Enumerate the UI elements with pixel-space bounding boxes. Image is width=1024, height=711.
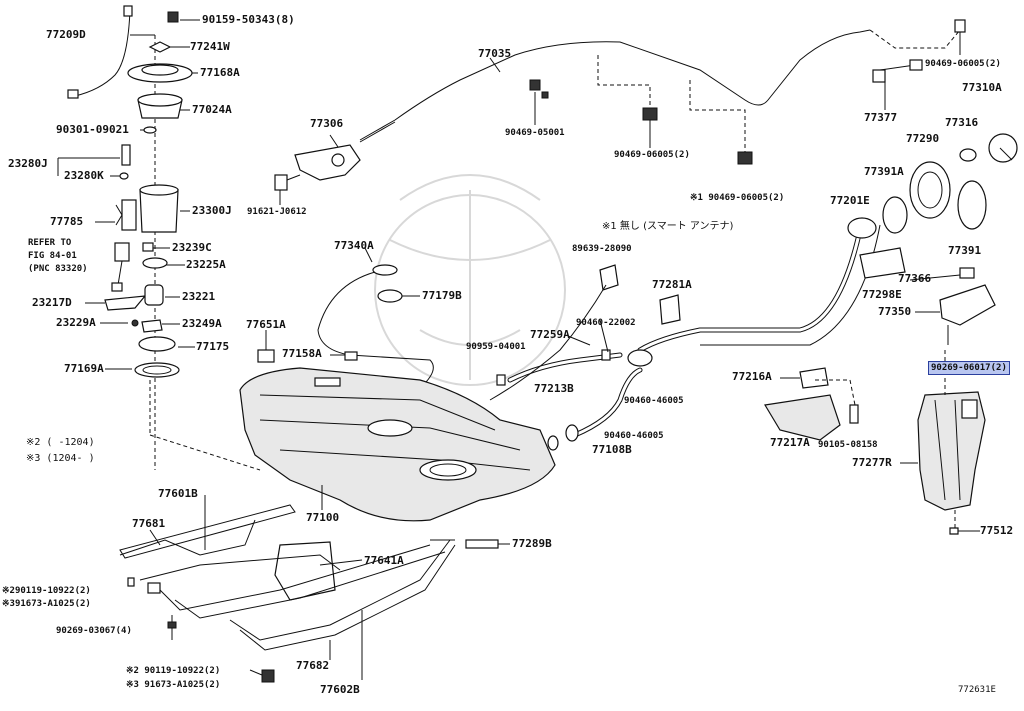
part-label-77158A: 77158A: [282, 347, 322, 360]
part-label-77377: 77377: [864, 111, 898, 124]
left-column-leaders: [57, 19, 261, 471]
fill-hoses: [489, 264, 681, 451]
part-label-23280K: 23280K: [64, 169, 104, 182]
part-label-77201E: 77201E: [830, 194, 870, 207]
part-label-77100: 77100: [306, 511, 340, 524]
fuel-pump-assembly: [67, 5, 193, 378]
part-label-77641A: 77641A: [364, 554, 404, 567]
part-label-77316: 77316: [945, 116, 979, 129]
part-label-90469-06005-c: 90469-06005(2): [925, 59, 1001, 69]
part-label-23239C: 23239C: [172, 241, 212, 254]
part-label-77512: 77512: [980, 524, 1014, 537]
part-label-91673-A1025-a: ※391673-A1025(2): [2, 599, 91, 609]
part-label-77108B: 77108B: [592, 443, 632, 456]
part-label-77306: 77306: [310, 117, 344, 130]
footnote-1-jp: ※1 無し (スマート アンテナ): [602, 221, 734, 232]
refer-note-line2: FIG 84-01: [28, 251, 77, 261]
part-label-91621-J0612: 91621-J0612: [247, 207, 307, 217]
part-label-77241W: 77241W: [190, 40, 230, 53]
tank-bands: [119, 495, 510, 683]
part-label-77298E: 77298E: [862, 288, 902, 301]
heat-insulator-77217A: [764, 367, 859, 441]
part-label-77175: 77175: [196, 340, 230, 353]
part-label-23249A: 23249A: [182, 317, 222, 330]
part-label-23221: 23221: [182, 290, 216, 303]
part-label-77785: 77785: [50, 215, 84, 228]
part-label-77651A: 77651A: [246, 318, 286, 331]
part-label-90460-46005-b: 90460-46005: [604, 431, 664, 441]
filler-neck-77201E: [637, 133, 1018, 353]
part-label-77366: 77366: [898, 272, 932, 285]
part-label-23225A: 23225A: [186, 258, 226, 271]
part-label-90119-10922-b: ※2 90119-10922(2): [126, 666, 221, 676]
diagram-id: 772631E: [958, 685, 996, 695]
part-label-77681: 77681: [132, 517, 166, 530]
part-label-77281A: 77281A: [652, 278, 692, 291]
part-label-90469-06005-a: 90469-06005(2): [614, 150, 690, 160]
part-label-77259A: 77259A: [530, 328, 570, 341]
part-label-90159-50343: 90159-50343(8): [202, 13, 295, 26]
fuel-tube-77035: [359, 19, 966, 165]
part-label-90105-08158: 90105-08158: [818, 440, 878, 450]
part-label-77179B: 77179B: [422, 289, 462, 302]
part-label-77168A: 77168A: [200, 66, 240, 79]
refer-note-line1: REFER TO: [28, 238, 72, 248]
part-label-77391A: 77391A: [864, 165, 904, 178]
part-label-89639-28090: 89639-28090: [572, 244, 632, 254]
part-label-90460-46005-a: 90460-46005: [624, 396, 684, 406]
part-label-91673-A1025-b: ※3 91673-A1025(2): [126, 680, 221, 690]
part-label-90269-06017-highlighted[interactable]: 90269-06017(2): [928, 361, 1010, 375]
part-label-77601B: 77601B: [158, 487, 198, 500]
part-label-90301-09021: 90301-09021: [56, 123, 129, 136]
part-label-77350: 77350: [878, 305, 912, 318]
part-label-77682: 77682: [296, 659, 330, 672]
part-label-77035: 77035: [478, 47, 512, 60]
bracket-77306: [274, 134, 361, 205]
part-label-90460-22002: 90460-22002: [576, 318, 636, 328]
part-label-77277R: 77277R: [852, 456, 892, 469]
part-label-77216A: 77216A: [732, 370, 772, 383]
part-label-90119-10922-a: ※290119-10922(2): [2, 586, 91, 596]
part-label-77169A: 77169A: [64, 362, 104, 375]
part-label-90959-04001: 90959-04001: [466, 342, 526, 352]
part-label-23229A: 23229A: [56, 316, 96, 329]
vent-line-77340A: [257, 247, 434, 394]
part-label-23217D: 23217D: [32, 296, 72, 309]
part-label-90269-03067: 90269-03067(4): [56, 626, 132, 636]
footnote-3: ※3 (1204- ): [26, 453, 95, 464]
part-label-77340A: 77340A: [334, 239, 374, 252]
part-label-77213B: 77213B: [534, 382, 574, 395]
part-label-23280J: 23280J: [8, 157, 48, 170]
part-label-90469-05001: 90469-05001: [505, 128, 565, 138]
footnote-2: ※2 ( -1204): [26, 437, 95, 448]
part-label-77602B: 77602B: [320, 683, 360, 696]
part-label-77024A: 77024A: [192, 103, 232, 116]
part-label-77391: 77391: [948, 244, 982, 257]
refer-note-line3: (PNC 83320): [28, 264, 88, 274]
tank-protector-77277R: [900, 350, 986, 535]
watermark-emblem: [374, 174, 566, 386]
part-label-77310A: 77310A: [962, 81, 1002, 94]
fuel-tank-77100: [239, 367, 556, 522]
part-label-77217A: 77217A: [770, 436, 810, 449]
part-label-77290: 77290: [906, 132, 940, 145]
part-label-23300J: 23300J: [192, 204, 232, 217]
part-label-77209D: 77209D: [46, 28, 86, 41]
part-label-90469-06005-b: ※1 90469-06005(2): [690, 193, 785, 203]
part-label-77289B: 77289B: [512, 537, 552, 550]
